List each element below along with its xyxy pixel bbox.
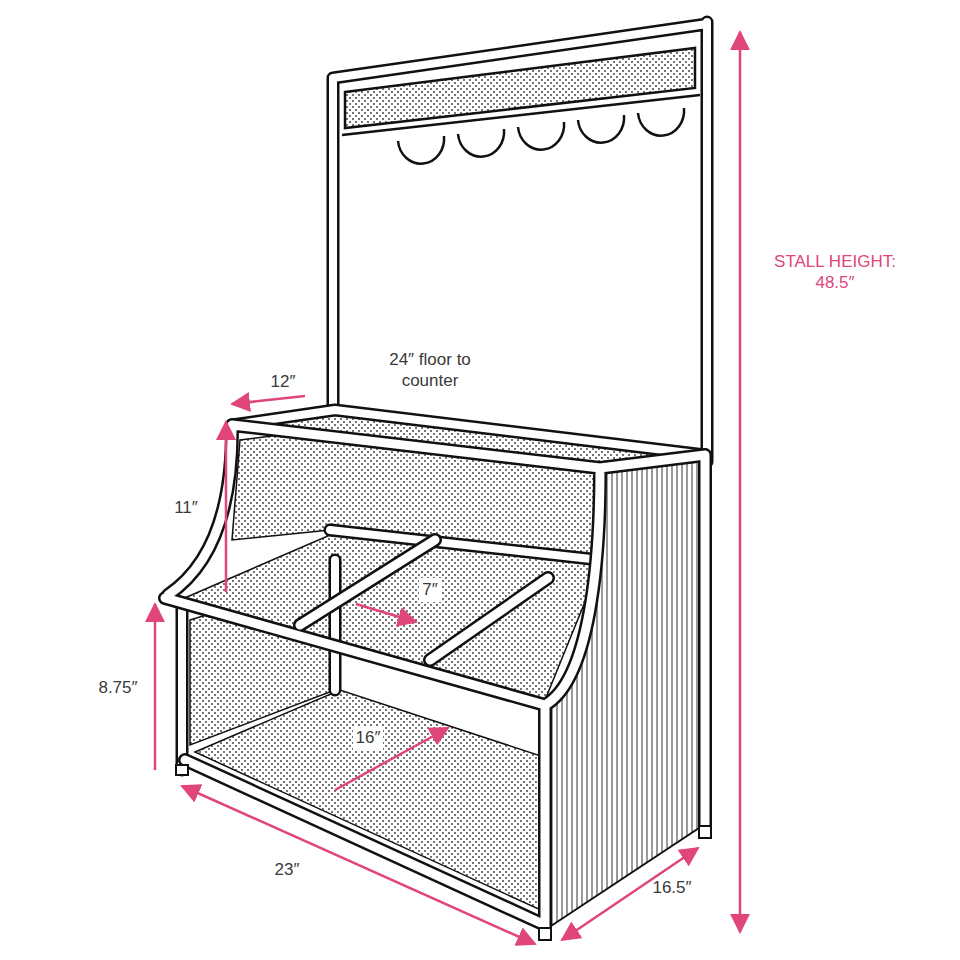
dimension-label: 8.75″ (95, 676, 140, 699)
dimension-label: 23″ (272, 858, 303, 881)
dimension-label: 16″ (353, 726, 384, 749)
dimension-label: 11″ (171, 496, 201, 519)
dimension-label: 7″ (419, 578, 440, 601)
dimension-label: 16.5″ (649, 876, 694, 899)
dimension-label: 24″ floor to counter (367, 348, 493, 393)
dimension-label: STALL HEIGHT: 48.5″ (757, 250, 913, 295)
dimension-label: 12″ (268, 370, 299, 393)
